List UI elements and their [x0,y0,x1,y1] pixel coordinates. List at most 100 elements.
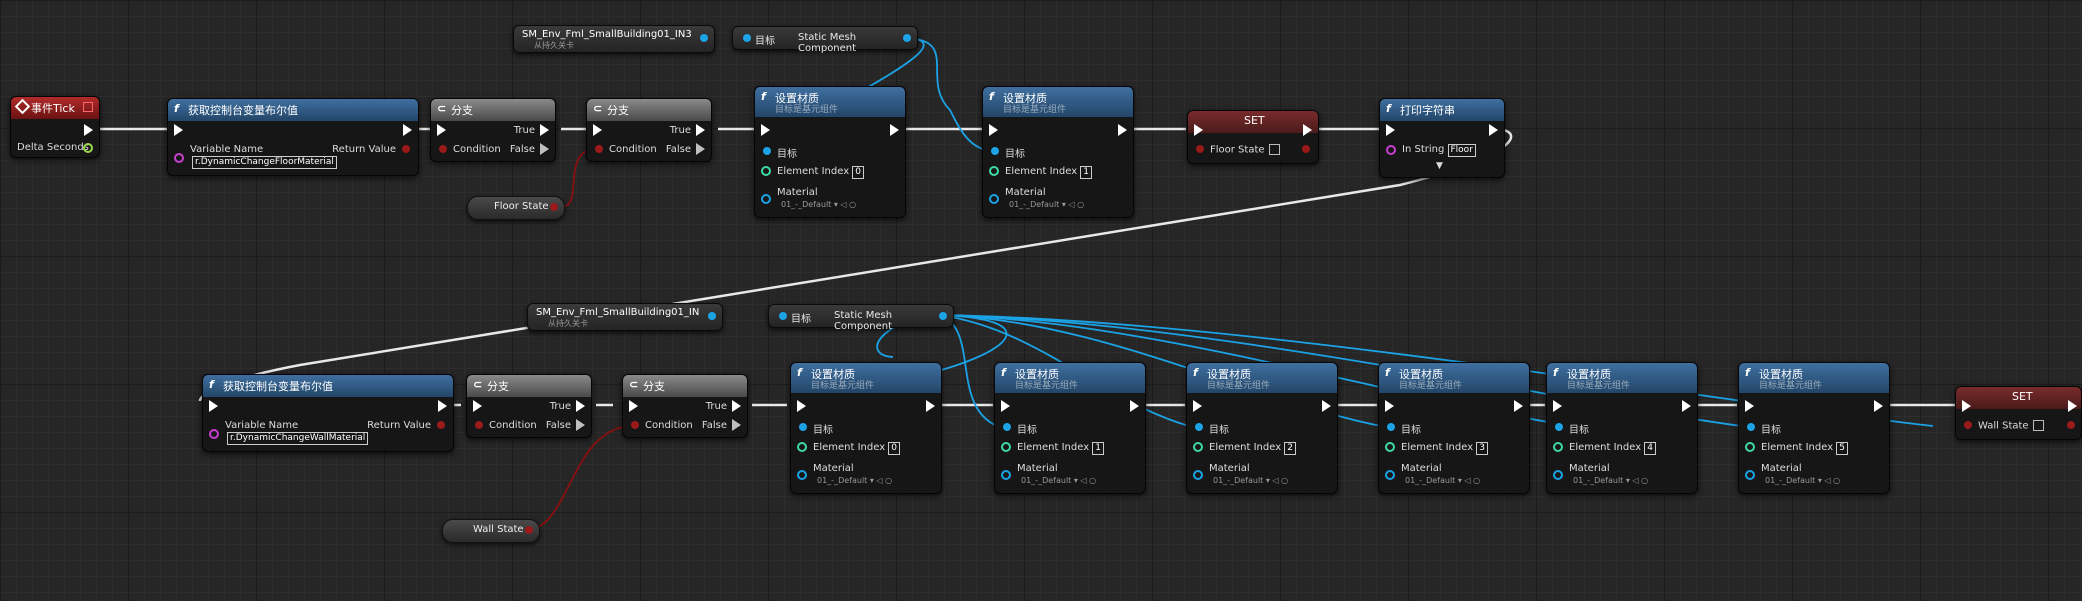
exec-in-pin[interactable] [209,400,218,412]
exec-out-pin[interactable] [84,124,93,136]
branch-node-3[interactable]: ⊂分支 True Condition False [466,374,592,438]
exec-in-pin[interactable] [1385,400,1394,412]
false-exec-pin[interactable] [576,419,585,431]
exec-in-pin[interactable] [437,124,446,136]
true-exec-pin[interactable] [696,124,705,136]
int-in-pin[interactable] [1553,442,1563,452]
exec-in-pin[interactable] [797,400,806,412]
component-out-pin[interactable] [903,34,911,42]
material-pin[interactable] [1745,470,1755,480]
condition-pin[interactable] [595,145,603,153]
set-wall-state-node[interactable]: SET Wall State [1955,386,2082,440]
exec-out-pin[interactable] [890,124,899,136]
name-in-pin[interactable] [174,153,184,163]
string-in-pin[interactable] [1386,145,1396,155]
element-index-input[interactable]: 2 [1284,442,1297,455]
material-pin[interactable] [797,470,807,480]
exec-in-pin[interactable] [174,124,183,136]
target-pin[interactable] [1195,423,1203,431]
material-pin[interactable] [761,194,771,204]
exec-out-pin[interactable] [1874,400,1883,412]
int-in-pin[interactable] [1385,442,1395,452]
int-in-pin[interactable] [1745,442,1755,452]
target-pin[interactable] [1003,423,1011,431]
target-pin[interactable] [799,423,807,431]
target-pin[interactable] [743,34,751,42]
bool-in-pin[interactable] [1196,145,1204,153]
element-index-input[interactable]: 4 [1644,442,1657,455]
branch-node-2[interactable]: ⊂分支 True Condition False [586,98,712,162]
true-exec-pin[interactable] [576,400,585,412]
material-dropdown[interactable]: 01_-_Default [1573,476,1624,485]
exec-in-pin[interactable] [1194,124,1203,136]
false-exec-pin[interactable] [732,419,741,431]
material-dropdown[interactable]: 01_-_Default [1021,476,1072,485]
target-pin[interactable] [1555,423,1563,431]
exec-in-pin[interactable] [1193,400,1202,412]
target-pin[interactable] [991,147,999,155]
exec-out-pin[interactable] [403,124,412,136]
exec-out-pin[interactable] [1322,400,1331,412]
in-string-input[interactable]: Floor [1447,144,1476,157]
exec-out-pin[interactable] [926,400,935,412]
bool-out-pin[interactable] [1302,145,1310,153]
object-out-pin[interactable] [708,312,716,320]
bool-out-pin[interactable] [437,421,445,429]
exec-out-pin[interactable] [1682,400,1691,412]
exec-out-pin[interactable] [1118,124,1127,136]
int-in-pin[interactable] [989,166,999,176]
material-dropdown[interactable]: 01_-_Default [781,200,832,209]
material-pin[interactable] [1193,470,1203,480]
set-floor-state-node[interactable]: SET Floor State [1187,110,1319,164]
floor-state-checkbox[interactable] [1268,144,1280,155]
component-node-top[interactable]: 目标 Static Mesh Component [732,26,918,54]
exec-out-pin[interactable] [1514,400,1523,412]
element-index-input[interactable]: 5 [1836,442,1849,455]
condition-pin[interactable] [475,421,483,429]
component-out-pin[interactable] [939,312,947,320]
material-pin[interactable] [989,194,999,204]
variable-name-input[interactable]: r.DynamicChangeWallMaterial [227,432,369,445]
exec-out-pin[interactable] [1303,124,1312,136]
material-pin[interactable] [1001,470,1011,480]
element-index-input[interactable]: 3 [1476,442,1489,455]
component-node-bottom[interactable]: 目标 Static Mesh Component [768,304,954,332]
int-in-pin[interactable] [1193,442,1203,452]
target-pin[interactable] [1747,423,1755,431]
condition-pin[interactable] [439,145,447,153]
element-index-input[interactable]: 0 [888,442,901,455]
exec-out-pin[interactable] [438,400,447,412]
bool-out-pin[interactable] [2067,421,2075,429]
expand-arrow-icon[interactable]: ▼ [1436,161,1443,171]
variable-name-input[interactable]: r.DynamicChangeFloorMaterial [192,156,337,169]
target-pin[interactable] [1387,423,1395,431]
true-exec-pin[interactable] [732,400,741,412]
branch-node-4[interactable]: ⊂分支 True Condition False [622,374,748,438]
exec-out-pin[interactable] [1489,124,1498,136]
material-pin[interactable] [1553,470,1563,480]
target-pin[interactable] [763,147,771,155]
exec-out-pin[interactable] [2068,400,2077,412]
material-dropdown[interactable]: 01_-_Default [817,476,868,485]
name-in-pin[interactable] [209,429,219,439]
exec-in-pin[interactable] [629,400,638,412]
wall-state-checkbox[interactable] [2032,420,2044,431]
int-in-pin[interactable] [797,442,807,452]
material-dropdown[interactable]: 01_-_Default [1765,476,1816,485]
material-dropdown[interactable]: 01_-_Default [1009,200,1060,209]
bool-out-pin[interactable] [525,526,533,534]
material-dropdown[interactable]: 01_-_Default [1213,476,1264,485]
true-exec-pin[interactable] [540,124,549,136]
